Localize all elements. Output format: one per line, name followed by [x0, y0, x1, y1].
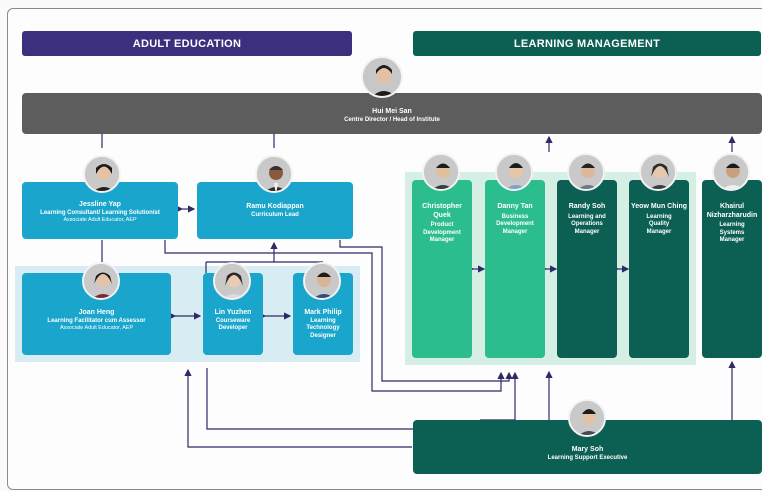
khairul-name: Khairul Nizharzharudin	[706, 203, 758, 219]
director-avatar	[361, 56, 403, 98]
ramu-name: Ramu Kodiappan	[246, 203, 304, 210]
mary-role: Learning Support Executive	[547, 454, 628, 461]
mark-name: Mark Philip	[304, 309, 342, 316]
christopher-role: Product Development Manager	[423, 222, 461, 243]
khairul-card: Khairul Nizharzharudin Learning Systems …	[702, 180, 762, 358]
yeow-name: Yeow Mun Ching	[631, 203, 687, 210]
randy-card: Randy Soh Learning and Operations Manage…	[557, 180, 617, 358]
joan-name: Joan Heng	[78, 309, 115, 316]
randy-role: Learning and Operations Manager	[568, 213, 606, 235]
director-role: Centre Director / Head of Institute	[344, 116, 440, 123]
learning-management-header: LEARNING MANAGEMENT	[413, 31, 761, 56]
jessline-role: Learning Consultant/ Learning Solutionis…	[40, 209, 160, 216]
yeow-card: Yeow Mun Ching Learning Quality Manager	[629, 180, 689, 358]
christopher-card: Christopher Quek Product Development Man…	[412, 180, 472, 358]
director-name: Hui Mei San	[372, 108, 412, 115]
lin-avatar	[213, 262, 251, 300]
danny-name: Danny Tan	[497, 203, 533, 210]
lin-role: Courseware Developer	[215, 317, 251, 332]
mark-card: Mark Philip Learning Technology Designer	[293, 273, 353, 355]
jessline-avatar	[83, 155, 121, 193]
danny-avatar	[495, 153, 533, 191]
jessline-note: Associate Adult Educator, AEP	[63, 217, 137, 223]
joan-note: Associate Adult Educator, AEP	[59, 325, 134, 331]
danny-card: Danny Tan Business Development Manager	[485, 180, 545, 358]
danny-role: Business Development Manager	[496, 213, 534, 235]
adult-education-header: ADULT EDUCATION	[22, 31, 352, 56]
khairul-avatar	[712, 153, 750, 191]
yeow-role: Learning Quality Manager	[646, 213, 672, 235]
christopher-avatar	[422, 153, 460, 191]
randy-name: Randy Soh	[568, 203, 606, 210]
jessline-name: Jessline Yap	[79, 201, 121, 208]
christopher-name: Christopher Quek	[422, 203, 462, 219]
mark-avatar	[303, 262, 341, 300]
khairul-role: Learning Systems Manager	[719, 222, 745, 243]
director-box: Hui Mei San Centre Director / Head of In…	[22, 93, 762, 134]
mary-name: Mary Soh	[571, 446, 604, 453]
randy-avatar	[567, 153, 605, 191]
ramu-avatar	[255, 155, 293, 193]
joan-role: Learning Facilitator cum Assessor	[47, 317, 146, 324]
mary-avatar	[568, 399, 606, 437]
mark-role: Learning Technology Designer	[306, 317, 340, 339]
lin-name: Lin Yuzhen	[214, 309, 252, 316]
joan-avatar	[82, 262, 120, 300]
ramu-role: Curriculum Lead	[251, 211, 299, 218]
yeow-avatar	[639, 153, 677, 191]
